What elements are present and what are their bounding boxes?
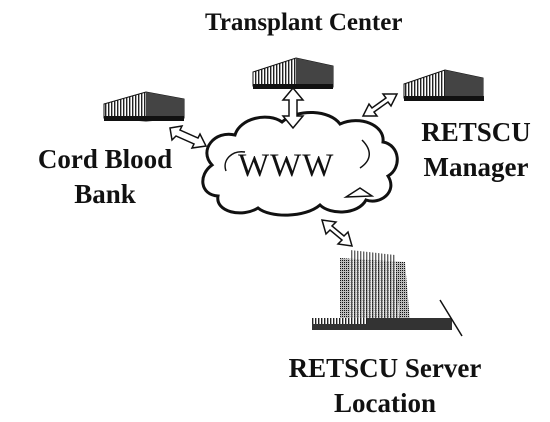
transplant-center-label: Transplant Center [205, 9, 403, 36]
cord-blood-bank-label: Cord Blood Bank [10, 146, 200, 208]
arrow-manager-www [361, 93, 399, 117]
www-label: WWW [238, 148, 335, 184]
retscu-manager-label-line2: Manager [423, 152, 529, 182]
arrow-cord-blood-bank-www [169, 125, 208, 149]
cord-blood-bank-building-icon [103, 91, 185, 122]
retscu-server-location-label: RETSCU Server Location [255, 355, 515, 417]
retscu-manager-label-line1: RETSCU [421, 117, 531, 147]
retscu-manager-building-icon [403, 69, 484, 101]
retscu-manager-label: RETSCU Manager [406, 119, 546, 181]
arrow-server-www [320, 219, 354, 247]
cord-blood-bank-label-line1: Cord Blood [37, 144, 173, 174]
retscu-server-location-label-line2: Location [333, 388, 436, 418]
retscu-server-location-label-line1: RETSCU Server [288, 353, 482, 383]
transplant-center-building-icon [252, 57, 334, 89]
retscu-server-location-building-icon [312, 250, 463, 337]
www-cloud [201, 110, 399, 217]
cord-blood-bank-label-line2: Bank [74, 179, 136, 209]
arrow-transplant-center-www [281, 86, 305, 130]
